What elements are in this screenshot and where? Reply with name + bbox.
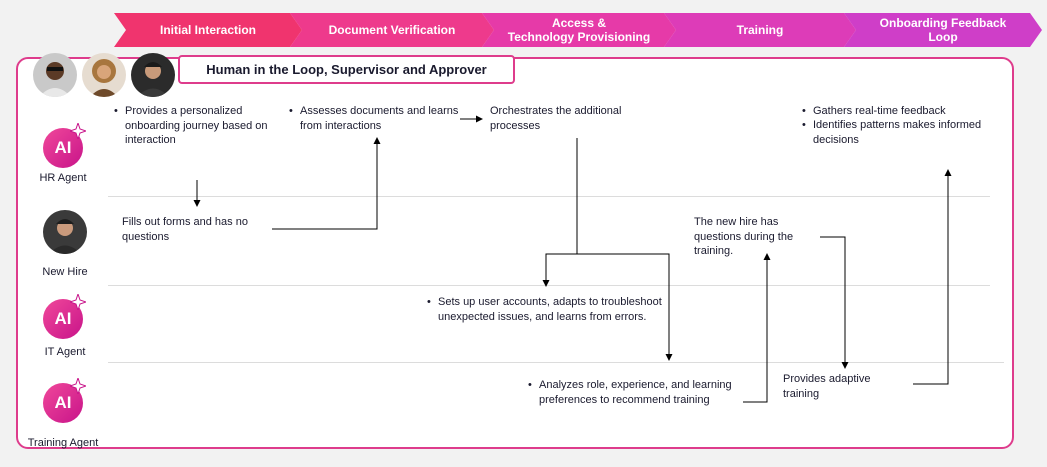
lane-divider <box>108 362 1004 363</box>
stage-chevron-shape <box>482 13 676 47</box>
node-training-analyze: Analyzes role, experience, and learning … <box>528 378 751 407</box>
lane-label-it-agent: IT Agent <box>44 346 86 358</box>
new-hire-avatar <box>43 210 87 254</box>
stage-chevron-shape <box>290 13 494 47</box>
stage-label: Initial Interaction <box>159 23 256 37</box>
lane-divider <box>108 196 990 197</box>
sparkle-icon <box>70 123 86 139</box>
lane-label-new-hire: New Hire <box>42 266 88 278</box>
node-newhire-questions: The new hire has questions during the tr… <box>694 216 794 257</box>
node-hr-initial: Provides a personalized onboarding journ… <box>114 104 295 148</box>
node-training-adaptive: Provides adaptive training <box>783 373 871 400</box>
node-hr-verify: Assesses documents and learns from inter… <box>289 104 470 133</box>
stage-document-verification: Document Verification <box>290 13 494 47</box>
sparkle-icon <box>70 378 86 394</box>
stage-label: Onboarding Feedback Loop <box>879 16 1007 44</box>
stage-chevron-shape <box>664 13 856 47</box>
node-hr-feedback-1: Gathers real-time feedback <box>802 104 1003 119</box>
lane-label-training-agent: Training Agent <box>27 437 99 449</box>
supervisor-avatar-1 <box>33 53 77 97</box>
node-hr-orchestrate: Orchestrates the additional processes <box>490 105 622 132</box>
stage-initial-interaction: Initial Interaction <box>114 13 302 47</box>
it-agent-ai-icon: AI <box>43 299 83 339</box>
supervisor-avatar-3 <box>131 53 175 97</box>
stage-access-provisioning: Access & Technology Provisioning <box>482 13 676 47</box>
hitl-title-box: Human in the Loop, Supervisor and Approv… <box>178 55 515 84</box>
sparkle-icon <box>70 294 86 310</box>
stage-label: Access & Technology Provisioning <box>507 16 651 44</box>
stage-training: Training <box>664 13 856 47</box>
node-it-setup: Sets up user accounts, adapts to trouble… <box>427 295 688 324</box>
node-hr-feedback-2: Identifies patterns makes informed decis… <box>802 118 1003 147</box>
node-newhire-forms: Fills out forms and has no questions <box>122 216 248 243</box>
stage-label: Document Verification <box>328 23 456 37</box>
lane-label-hr-agent: HR Agent <box>39 172 87 184</box>
stage-chevron-shape <box>114 13 302 47</box>
stage-label: Training <box>736 23 784 37</box>
stage-onboarding-feedback: Onboarding Feedback Loop <box>844 13 1042 47</box>
supervisor-avatar-2 <box>82 53 126 97</box>
stage-chevron-shape <box>844 13 1042 47</box>
